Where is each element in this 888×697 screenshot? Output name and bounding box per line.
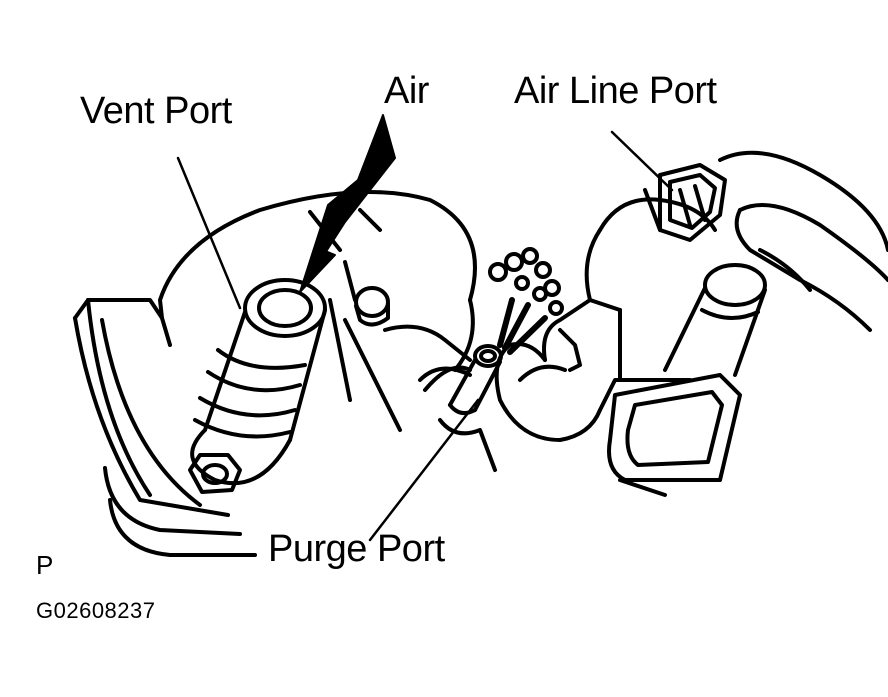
air-arrow [299,114,396,293]
vent-port-leader [176,156,242,310]
air-line-port-label: Air Line Port [514,70,717,112]
base-plate [73,190,477,557]
air-label: Air [384,70,429,112]
center-pin [343,260,390,327]
purge-port [423,344,503,472]
valve-body [328,298,475,432]
air-spray [488,247,564,355]
figure-code: G02608237 [36,598,156,623]
leader-lines [176,130,674,542]
hose-barb [663,263,767,377]
vent-port-label: Vent Port [80,90,232,132]
electrical-connector [607,373,742,497]
vent-port [190,278,327,486]
purge-port-label: Purge Port [268,528,445,570]
air-line-port-leader [610,130,674,192]
air-line-port [643,163,727,242]
corner-mark: P [36,550,54,580]
purge-port-leader [368,398,480,542]
mounting-nut [188,453,242,494]
hand [718,150,888,332]
